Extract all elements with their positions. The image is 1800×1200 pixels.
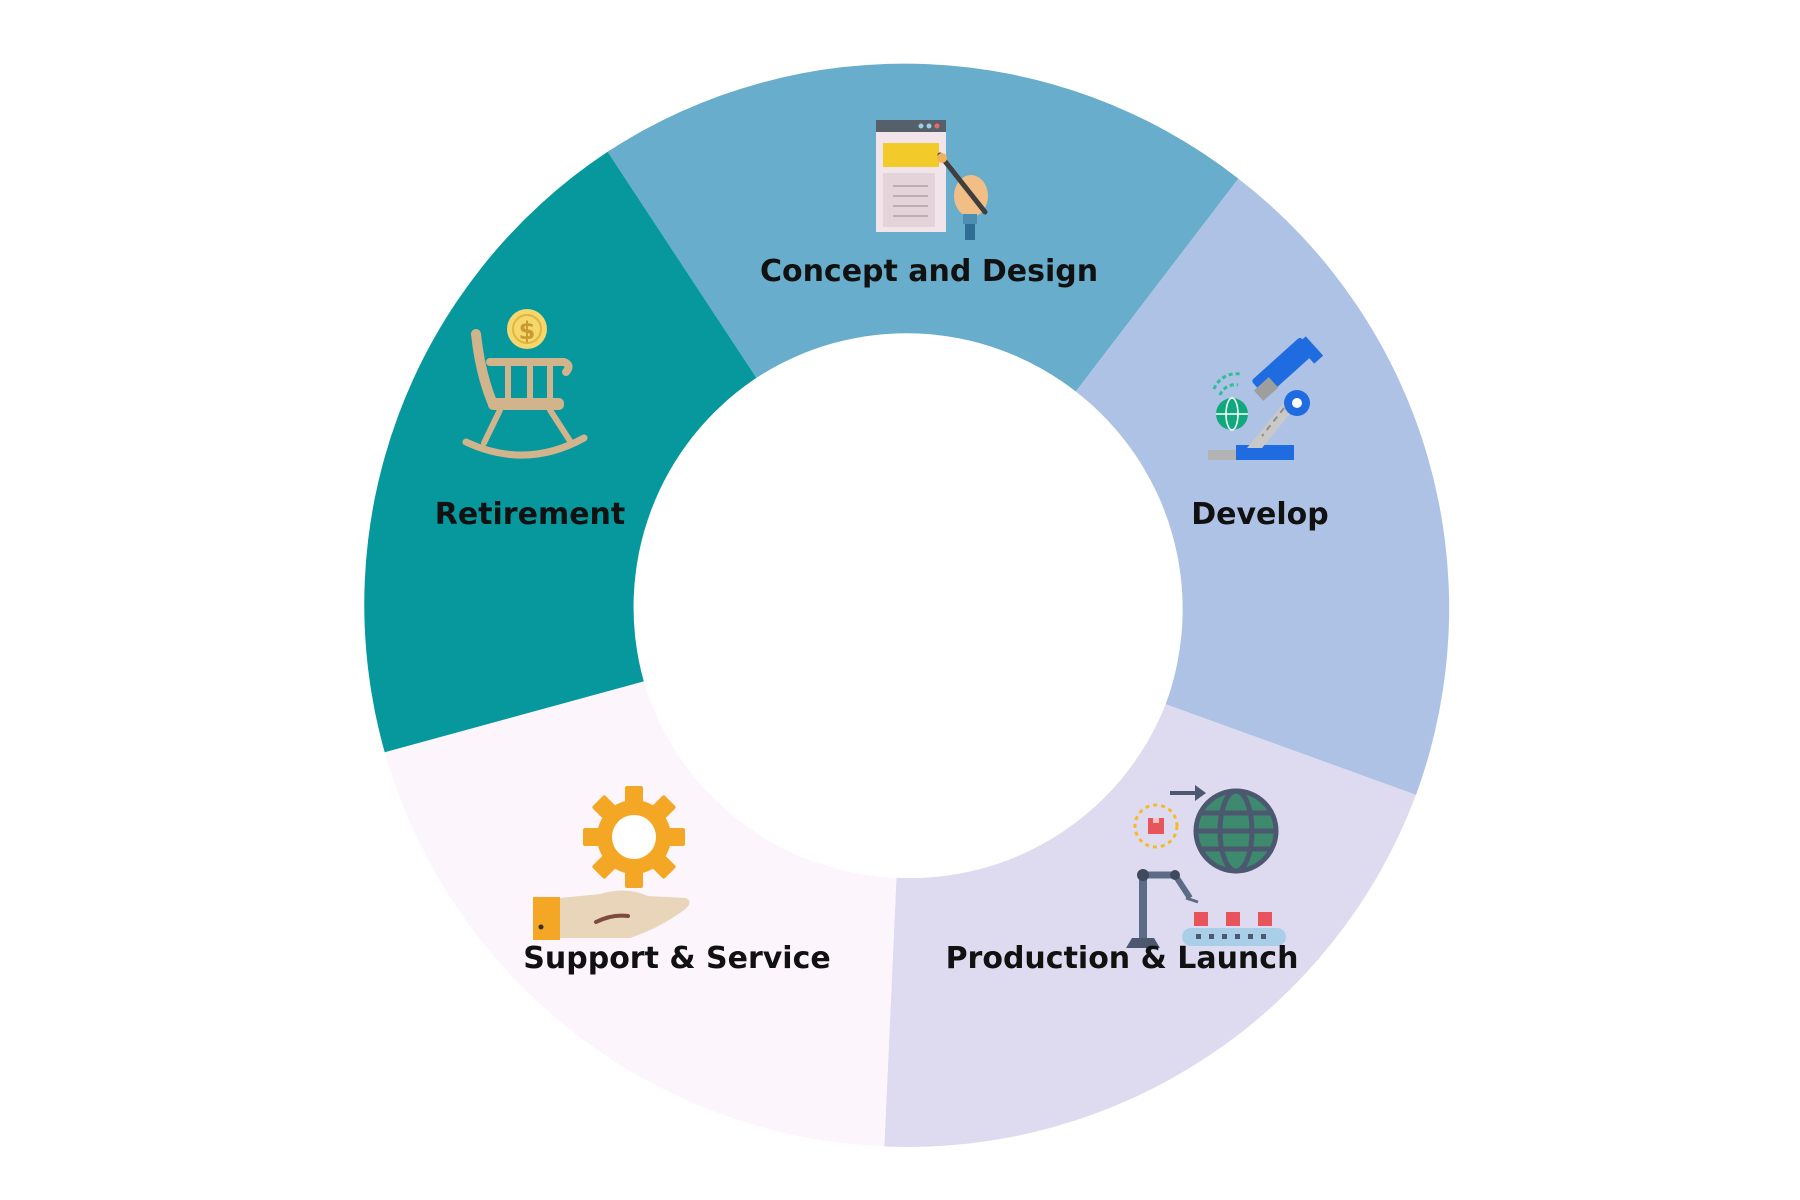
gear-hand-icon [533, 786, 690, 940]
svg-text:$: $ [519, 317, 536, 345]
design-mockup-icon [876, 120, 988, 240]
label-support-service: Support & Service [523, 941, 830, 976]
label-develop: Develop [1191, 497, 1329, 532]
segment-develop [1075, 178, 1450, 795]
label-concept-and-design: Concept and Design [760, 254, 1098, 289]
label-retirement: Retirement [435, 497, 626, 532]
rocking-chair-icon: $ [462, 309, 588, 459]
label-production-launch: Production & Launch [946, 941, 1299, 976]
microscope-icon [1208, 336, 1324, 460]
global-production-icon [1126, 785, 1286, 948]
segment-production-launch [884, 704, 1416, 1148]
